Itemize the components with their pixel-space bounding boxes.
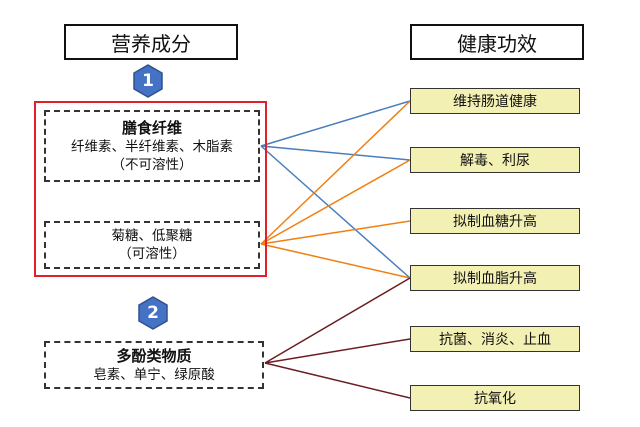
fiber-solubility: （不可溶性）: [111, 156, 193, 173]
connector-fiber-1: [260, 145, 411, 161]
benefit-label: 抗菌、消炎、止血: [439, 332, 551, 348]
hexagon-icon: [133, 64, 163, 98]
benefit-blood-sugar: 拟制血糖升高: [410, 208, 580, 234]
benefit-label: 拟制血糖升高: [453, 214, 537, 230]
benefits-header-label: 健康功效: [457, 31, 537, 56]
polyphenol-components: 皂素、单宁、绿原酸: [93, 366, 215, 383]
benefit-blood-lipid: 拟制血脂升高: [410, 265, 580, 291]
polyphenol-title: 多酚类物质: [116, 346, 192, 365]
benefit-label: 解毒、利尿: [460, 153, 530, 169]
inulin-components: 菊糖、低聚糖: [111, 228, 193, 244]
benefit-intestinal-health: 维持肠道健康: [410, 88, 580, 114]
connector-polyphenol-5: [264, 362, 411, 399]
inulin-solubility: （可溶性）: [118, 246, 186, 262]
polyphenol-box: 多酚类物质 皂素、单宁、绿原酸: [44, 341, 264, 389]
ingredients-header: 营养成分: [64, 24, 238, 60]
benefit-label: 拟制血脂升高: [453, 271, 537, 287]
fiber-box: 膳食纤维 纤维素、半纤维素、木脂素 （不可溶性）: [44, 110, 260, 182]
inulin-box: 菊糖、低聚糖 （可溶性）: [44, 221, 260, 269]
benefit-antibacterial: 抗菌、消炎、止血: [410, 326, 580, 352]
benefit-antioxidant: 抗氧化: [410, 385, 580, 411]
connector-inulin-2: [260, 220, 411, 245]
badge-1-label: 1: [142, 71, 154, 91]
ingredients-header-label: 营养成分: [111, 31, 191, 56]
connector-polyphenol-3: [264, 277, 411, 364]
benefit-label: 抗氧化: [474, 391, 516, 407]
benefit-detox-diuretic: 解毒、利尿: [410, 147, 580, 173]
connector-inulin-1: [260, 159, 411, 245]
benefits-header: 健康功效: [410, 24, 584, 60]
connector-polyphenol-4: [264, 338, 411, 364]
hexagon-icon: [138, 296, 168, 330]
fiber-group-frame: [34, 101, 267, 277]
fiber-title: 膳食纤维: [121, 118, 182, 137]
fiber-components: 纤维素、半纤维素、木脂素: [71, 138, 233, 155]
connector-inulin-3: [260, 243, 411, 279]
connector-fiber-0: [260, 100, 411, 147]
benefit-label: 维持肠道健康: [453, 94, 537, 110]
connector-inulin-0: [260, 100, 411, 245]
connector-fiber-3: [260, 145, 411, 279]
badge-2: 2: [136, 296, 170, 330]
badge-2-label: 2: [147, 303, 159, 323]
badge-1: 1: [131, 64, 165, 98]
